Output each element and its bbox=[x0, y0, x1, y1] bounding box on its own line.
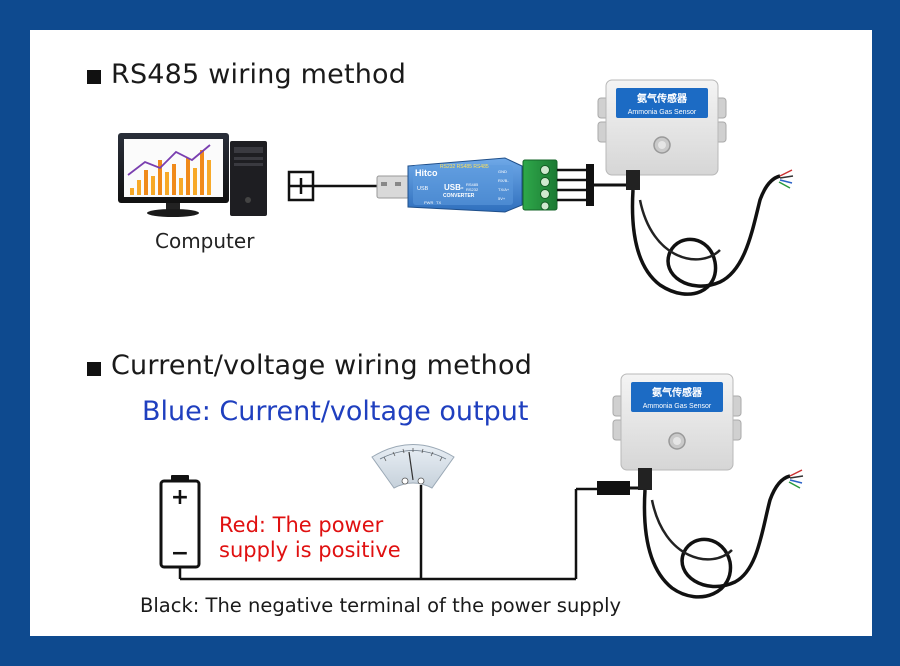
converter-main-label: USB- bbox=[444, 183, 464, 192]
sensor2-name-cn: 氨气传感器 bbox=[652, 386, 703, 399]
computer-icon bbox=[118, 133, 267, 217]
sensor1-name-en: Ammonia Gas Sensor bbox=[628, 109, 697, 116]
converter-usb-label: USB bbox=[417, 186, 429, 192]
section1-title: RS485 wiring method bbox=[111, 59, 407, 90]
sensor2-name-en: Ammonia Gas Sensor bbox=[643, 403, 712, 410]
converter-side-label2: RS232 bbox=[466, 187, 479, 192]
converter-top-text: RS232 RS485 RS485 bbox=[440, 164, 489, 170]
converter-pin-txa: TX/A+ bbox=[498, 187, 510, 192]
ammonia-sensor-2 bbox=[612, 373, 804, 599]
computer-label: Computer bbox=[155, 229, 255, 253]
usb-port-icon bbox=[287, 170, 315, 202]
converter-pin-rxb: RX/B- bbox=[498, 178, 509, 183]
converter-status-tx: TX bbox=[436, 200, 441, 205]
black-label: Black: The negative terminal of the powe… bbox=[140, 594, 622, 617]
ammonia-sensor-1 bbox=[597, 79, 794, 296]
battery-plus: + bbox=[171, 485, 189, 510]
meter-gauge-icon bbox=[371, 444, 455, 489]
circuit-wires bbox=[178, 481, 640, 581]
red-label-line2: supply is positive bbox=[219, 538, 401, 562]
section2-title: Current/voltage wiring method bbox=[111, 350, 533, 381]
bullet-icon bbox=[87, 362, 101, 376]
converter-sub-label: CONVERTER bbox=[443, 193, 475, 199]
red-label-line1: Red: The power bbox=[219, 513, 384, 537]
converter-side-label1: RS485 bbox=[466, 182, 479, 187]
converter-brand: Hitco bbox=[415, 168, 438, 178]
converter-status-pwr: PWR bbox=[424, 200, 433, 205]
sensor1-name-cn: 氨气传感器 bbox=[637, 92, 688, 105]
converter-pin-gnd: GND bbox=[498, 169, 507, 174]
converter-pin-5v: 5V+ bbox=[498, 196, 506, 201]
bullet-icon bbox=[87, 70, 101, 84]
section2-subtitle: Blue: Current/voltage output bbox=[142, 396, 529, 427]
usb-converter bbox=[376, 157, 628, 213]
battery-minus: − bbox=[171, 541, 189, 566]
